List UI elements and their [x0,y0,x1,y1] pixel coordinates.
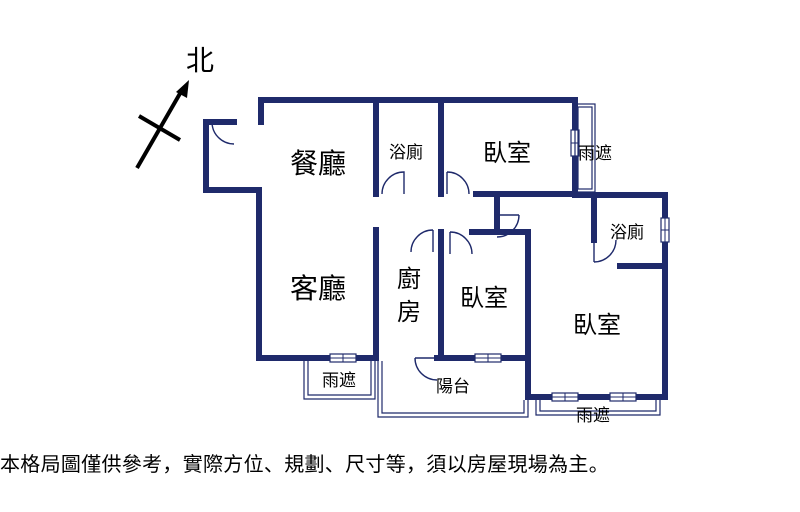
bath-2-door [593,239,617,263]
window-bedroom-3a [551,392,579,402]
label-kitchen-2: 房 [397,298,421,326]
balcony-outline [377,361,529,418]
label-awning-2: 雨遮 [322,371,356,391]
window-bedroom-3b [609,392,637,402]
label-kitchen-1: 廚 [397,265,421,293]
bath-1-door [381,171,405,195]
awning-outline-2-inner [307,361,372,396]
awning-outline-1-inner [577,106,593,190]
awning-outline-3-inner [539,400,657,412]
kitchen-door [410,229,434,253]
entry-door [211,121,235,145]
doors [211,121,617,381]
label-dining: 餐廳 [290,147,346,180]
room-labels: 餐廳 浴廁 臥室 雨遮 客廳 廚 房 臥室 浴廁 臥室 雨遮 陽台 雨遮 [290,139,644,426]
awning-outline-3 [535,400,661,416]
compass: 北 [135,44,214,169]
balcony-outline-inner [381,361,525,414]
label-bath-2: 浴廁 [610,222,644,243]
north-label: 北 [186,44,214,77]
label-awning-1: 雨遮 [578,144,612,164]
floor-plan: 北 [135,44,670,426]
balcony-door [414,357,438,381]
interior-walls [373,97,668,361]
window-bath-2 [660,217,670,243]
awnings-balcony [303,103,661,418]
north-arrow-head [176,80,189,98]
label-balcony: 陽台 [436,377,470,397]
disclaimer-text: 本格局圖僅供參考，實際方位、規劃、尺寸等，須以房屋現場為主。 [0,452,609,476]
hall-door-1 [496,214,520,238]
label-bedroom-1: 臥室 [483,139,531,167]
window-bedroom-2 [474,353,502,363]
compass-crossbar [137,114,182,142]
bedroom-1-door [446,171,470,195]
awning-outline-2 [303,361,376,400]
window-living [329,353,357,363]
bedroom-2-door [449,231,473,255]
awning-outline-1 [574,103,596,193]
label-bedroom-2: 臥室 [460,284,508,312]
label-living: 客廳 [290,272,346,305]
label-bedroom-3: 臥室 [573,311,621,339]
label-bath-1: 浴廁 [389,142,423,163]
label-awning-3: 雨遮 [576,406,610,426]
